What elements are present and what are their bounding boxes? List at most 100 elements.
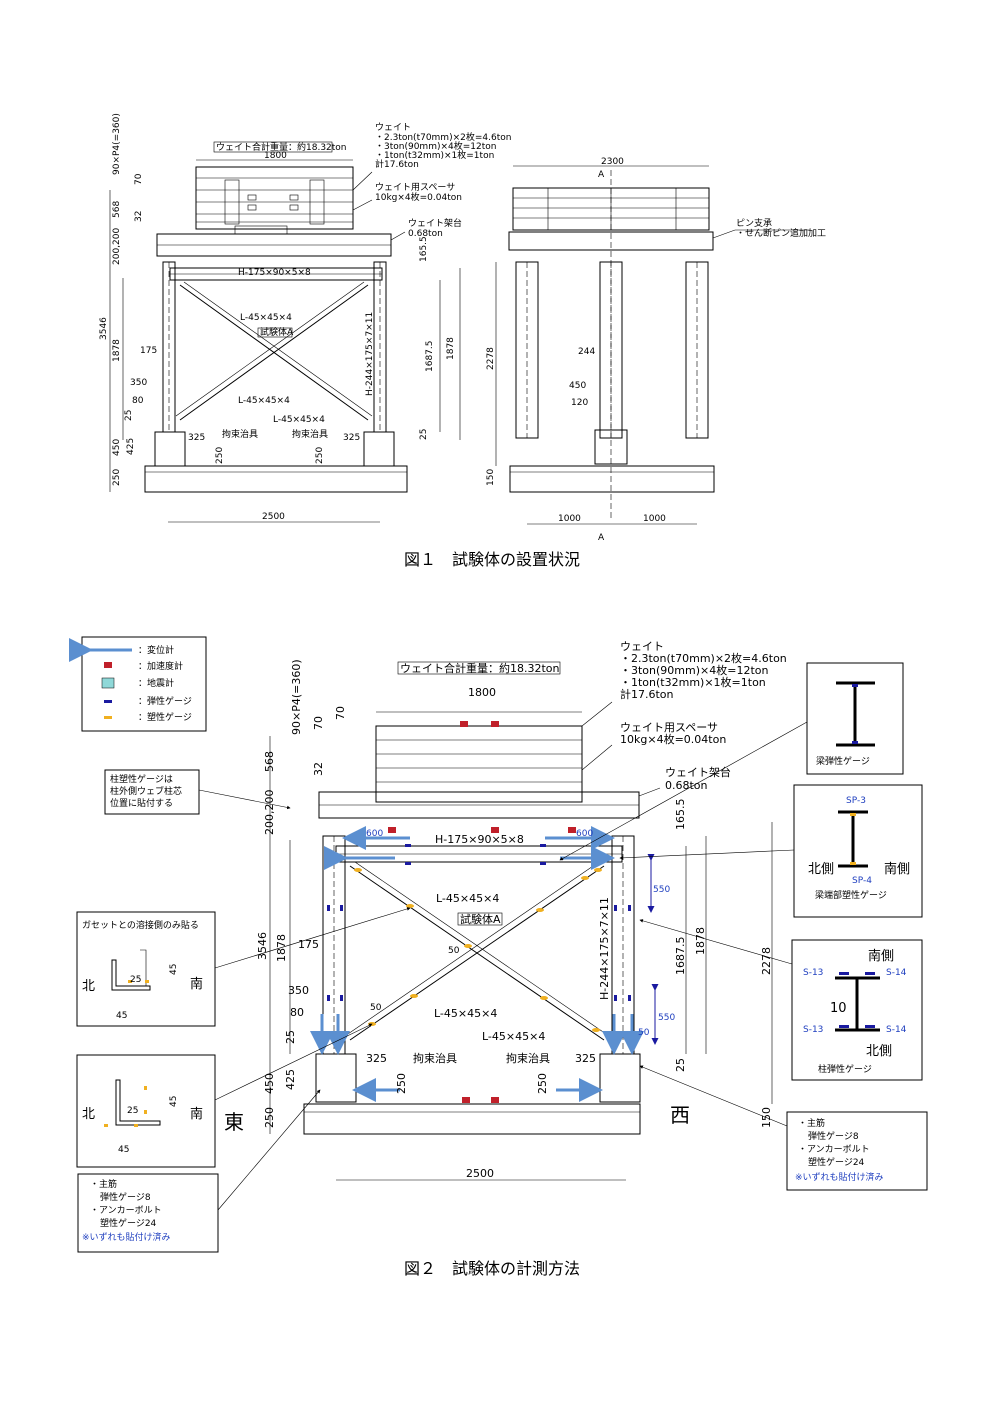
fig2-weight-line-1: ・2.3ton(t70mm)×2枚=4.6ton (620, 651, 787, 665)
note-col-line-1: 柱塑性ゲージは (110, 773, 173, 785)
fig2-dim-175: 175 (298, 938, 319, 951)
fig1-front-elevation (144, 166, 408, 493)
fig2-dim-350: 350 (288, 984, 309, 997)
fig2-dim-250: 250 (263, 1107, 276, 1128)
accel-base-left (462, 1097, 470, 1103)
v-600-right: 600 (576, 829, 593, 839)
gusset1-south: 南 (190, 976, 203, 992)
v-600-left: 600 (366, 829, 383, 839)
column-label: H-244×175×7×11 (365, 312, 375, 396)
gusset2-dim-25: 25 (127, 1106, 138, 1116)
fig2-weight-line-2: ・3ton(90mm)×4枚=12ton (620, 663, 768, 677)
fig2-column: H-244×175×7×11 (598, 897, 611, 1000)
fig2-dim-70a: 70 (312, 716, 325, 730)
fig2-weight-line-4: 計17.6ton (620, 687, 674, 701)
accel-beam-left (388, 827, 396, 833)
s13-upper: S-13 (803, 968, 823, 978)
legend-accel: ：加速度計 (138, 660, 183, 672)
v-50-center: 50 (448, 946, 460, 956)
dim-1878-right: 1878 (446, 337, 456, 360)
s14-lower: S-14 (886, 1025, 907, 1035)
fig2-frame-labels: ウェイト合計重量：約18.32ton ウェイト ・2.3ton(t70mm)×2… (224, 640, 787, 1180)
fig2-dim-1878-right: 1878 (694, 927, 707, 955)
fig2-spacer: ウェイト用スペーサ (620, 721, 718, 734)
fig2-dim-2278: 2278 (760, 947, 773, 975)
weight-line-4: 計17.6ton (375, 158, 419, 170)
dim-150: 150 (486, 469, 496, 486)
fig2-caption: 図２ 試験体の計測方法 (404, 1259, 580, 1278)
fig2-dim-325-left: 325 (366, 1052, 387, 1065)
dim-250-left: 250 (215, 447, 225, 464)
fig2-dim-25-right: 25 (674, 1058, 687, 1072)
fig2-dim-25: 25 (284, 1030, 297, 1044)
fig2-dim-250-left: 250 (395, 1073, 408, 1094)
beam-label: H-175×90×5×8 (238, 268, 311, 278)
brace-label-2: L-45×45×4 (238, 396, 290, 406)
v-550-upper: 550 (653, 885, 670, 895)
dim-1800: 1800 (264, 151, 287, 161)
s14-upper: S-14 (886, 968, 907, 978)
legend-plastic: ：塑性ゲージ (138, 711, 192, 723)
weight-total-label: ウェイト合計重量：約18.32ton (216, 141, 347, 153)
fig2-dim-568: 568 (263, 751, 276, 772)
note-col-line-2: 柱外側ウェブ柱芯 (110, 785, 182, 797)
dim-2278: 2278 (486, 347, 496, 370)
dim-250-right: 250 (315, 447, 325, 464)
left-note-3: ・アンカーボルト (90, 1205, 162, 1216)
gusset2-north: 北 (82, 1107, 95, 1122)
dim-568: 568 (112, 201, 122, 218)
note-column-gauge: 柱塑性ゲージは 柱外側ウェブ柱芯 位置に貼付する (104, 769, 291, 815)
left-note-5: ※いずれも貼付け済み (82, 1231, 171, 1243)
beam-end-north: 北側 (808, 862, 834, 877)
fig2-spacer-val: 10kg×4枚=0.04ton (620, 732, 726, 746)
sp3-label: SP-3 (846, 796, 866, 806)
fig2-stand: ウェイト架台 (665, 765, 731, 779)
seismometer-icon (101, 677, 115, 689)
weight-line-3: ・1ton(t32mm)×1枚=1ton (375, 149, 494, 161)
dim-250: 250 (112, 469, 122, 486)
accel-beam-mid (491, 827, 499, 833)
dim-32: 32 (134, 211, 144, 222)
fig2-dim-1800: 1800 (468, 686, 496, 699)
dim-80: 80 (132, 396, 144, 406)
fig2-dim-165: 165.5 (674, 799, 687, 831)
dim-425: 425 (126, 438, 136, 455)
gusset-detail-1: ガセットとの溶接側のみ貼る 北 南 25 45 45 (76, 907, 411, 1027)
dim-175: 175 (140, 346, 157, 356)
col-north: 北側 (866, 1044, 892, 1059)
dim-350: 350 (130, 378, 147, 388)
pin-note-1: ピン支承 (736, 217, 772, 229)
fig1-front-labels: ウェイト合計重量：約18.32ton ウェイト ・2.3ton(t70mm)×2… (99, 113, 511, 523)
v-550-lower: 550 (658, 1013, 675, 1023)
accel-beam-right (568, 827, 576, 833)
weight-line-2: ・3ton(90mm)×4枚=12ton (375, 140, 496, 152)
fig2-jig-right: 拘束治具 (506, 1051, 550, 1065)
fig2-stand-val: 0.68ton (665, 779, 708, 792)
weight-line-1: ・2.3ton(t70mm)×2枚=4.6ton (375, 131, 511, 143)
dim-1000-right: 1000 (643, 514, 666, 524)
fig2-dim-200: 200,200 (263, 790, 276, 836)
beam-end-label: 梁端部塑性ゲージ (815, 889, 887, 901)
fig2-brace-2: L-45×45×4 (434, 1007, 497, 1020)
west-label: 西 (670, 1103, 690, 1127)
fig2-jig-left: 拘束治具 (413, 1051, 457, 1065)
gusset1-dim-25: 25 (130, 975, 141, 985)
dim-25: 25 (124, 410, 134, 421)
note-right-rebar: ・主筋 弾性ゲージ8 ・アンカーボルト 塑性ゲージ24 ※いずれも貼付け済み (639, 1065, 928, 1191)
detail-beam-elastic: 梁弾性ゲージ (559, 662, 904, 861)
fig2-brace-3: L-45×45×4 (482, 1030, 545, 1043)
fig2-dim-1687: 1687.5 (674, 937, 687, 976)
sp4-label: SP-4 (852, 876, 872, 886)
fig2-sensors (310, 721, 659, 1103)
gusset1-north: 北 (82, 979, 95, 994)
accelerometer-icon (104, 662, 112, 668)
spacer-value: 10kg×4枚=0.04ton (375, 191, 462, 203)
fig1-side-elevation (495, 165, 810, 525)
s13-lower: S-13 (803, 1025, 823, 1035)
legend-seis: ：地震計 (138, 677, 174, 689)
dim-3546: 3546 (99, 317, 109, 340)
fig2-dim-2500: 2500 (466, 1167, 494, 1180)
weight-title: ウェイト (375, 122, 411, 133)
dim-1687: 1687.5 (425, 341, 435, 373)
right-note-1: ・主筋 (798, 1117, 825, 1129)
